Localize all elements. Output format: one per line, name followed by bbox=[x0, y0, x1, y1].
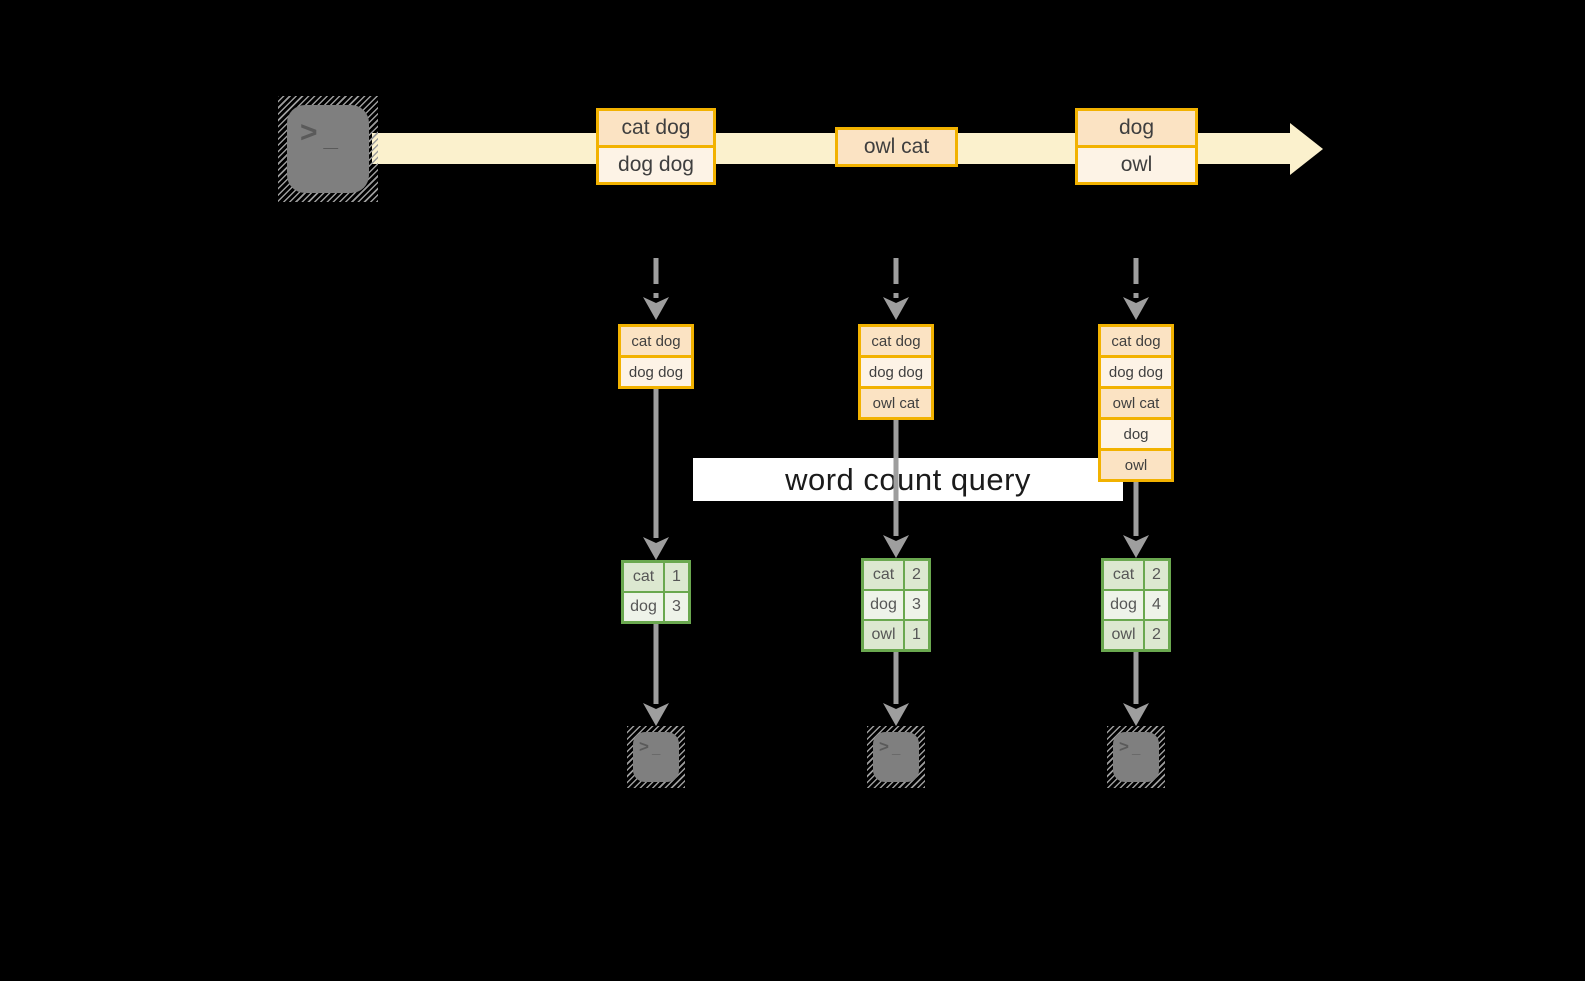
output-arrow-1 bbox=[643, 624, 669, 726]
prompt-chevron: > bbox=[300, 116, 318, 149]
count-word: cat bbox=[864, 561, 903, 589]
prompt-underscore: _ bbox=[323, 122, 338, 152]
terminal-body bbox=[287, 105, 369, 193]
count-word: owl bbox=[1104, 621, 1143, 649]
stream-arrowhead-icon bbox=[1290, 123, 1323, 175]
state-box-2: cat dog dog dog owl cat bbox=[858, 324, 934, 420]
terminal-prompt-icon: > _ bbox=[879, 738, 900, 756]
count-value: 4 bbox=[1145, 591, 1168, 619]
count-word: cat bbox=[624, 563, 663, 591]
prompt-chevron: > bbox=[1119, 737, 1129, 756]
stream-record-2: owl cat bbox=[835, 127, 958, 167]
record-row: dog bbox=[1101, 420, 1171, 448]
record-row: owl cat bbox=[861, 389, 931, 417]
query-arrow-1 bbox=[643, 389, 669, 560]
count-value: 3 bbox=[665, 593, 688, 621]
record-row: cat dog bbox=[1101, 327, 1171, 355]
record-row: dog dog bbox=[599, 148, 713, 182]
count-value: 3 bbox=[905, 591, 928, 619]
prompt-chevron: > bbox=[879, 737, 889, 756]
state-box-3: cat dog dog dog owl cat dog owl bbox=[1098, 324, 1174, 482]
count-value: 2 bbox=[905, 561, 928, 589]
prompt-underscore: _ bbox=[651, 740, 661, 757]
count-word: dog bbox=[864, 591, 903, 619]
prompt-underscore: _ bbox=[1131, 740, 1141, 757]
count-word: owl bbox=[864, 621, 903, 649]
ingest-arrow-3 bbox=[1123, 258, 1149, 320]
terminal-prompt-icon: > _ bbox=[300, 116, 338, 152]
count-value: 2 bbox=[1145, 561, 1168, 589]
producer-terminal-icon: > _ bbox=[278, 96, 378, 202]
terminal-prompt-icon: > _ bbox=[1119, 738, 1140, 756]
output-arrow-2 bbox=[883, 652, 909, 726]
state-box-1: cat dog dog dog bbox=[618, 324, 694, 389]
record-row: owl cat bbox=[838, 130, 955, 164]
record-row: owl bbox=[1101, 451, 1171, 479]
consumer-terminal-icon-2: > _ bbox=[867, 726, 925, 788]
record-row: cat dog bbox=[599, 111, 713, 145]
record-row: owl bbox=[1078, 148, 1195, 182]
terminal-body bbox=[1113, 732, 1159, 782]
ingest-arrow-1 bbox=[643, 258, 669, 320]
count-word: dog bbox=[1104, 591, 1143, 619]
record-row: dog bbox=[1078, 111, 1195, 145]
query-arrow-2 bbox=[883, 420, 909, 558]
output-arrow-3 bbox=[1123, 652, 1149, 726]
consumer-terminal-icon-1: > _ bbox=[627, 726, 685, 788]
record-row: dog dog bbox=[861, 358, 931, 386]
count-word: dog bbox=[624, 593, 663, 621]
query-arrow-3 bbox=[1123, 482, 1149, 558]
count-word: cat bbox=[1104, 561, 1143, 589]
terminal-body bbox=[873, 732, 919, 782]
record-row: dog dog bbox=[1101, 358, 1171, 386]
count-value: 1 bbox=[665, 563, 688, 591]
ingest-arrow-2 bbox=[883, 258, 909, 320]
count-value: 2 bbox=[1145, 621, 1168, 649]
record-row: cat dog bbox=[621, 327, 691, 355]
record-row: owl cat bbox=[1101, 389, 1171, 417]
terminal-body bbox=[633, 732, 679, 782]
query-banner: word count query bbox=[693, 458, 1123, 501]
prompt-chevron: > bbox=[639, 737, 649, 756]
consumer-terminal-icon-3: > _ bbox=[1107, 726, 1165, 788]
record-row: dog dog bbox=[621, 358, 691, 386]
prompt-underscore: _ bbox=[891, 740, 901, 757]
record-row: cat dog bbox=[861, 327, 931, 355]
terminal-prompt-icon: > _ bbox=[639, 738, 660, 756]
count-value: 1 bbox=[905, 621, 928, 649]
